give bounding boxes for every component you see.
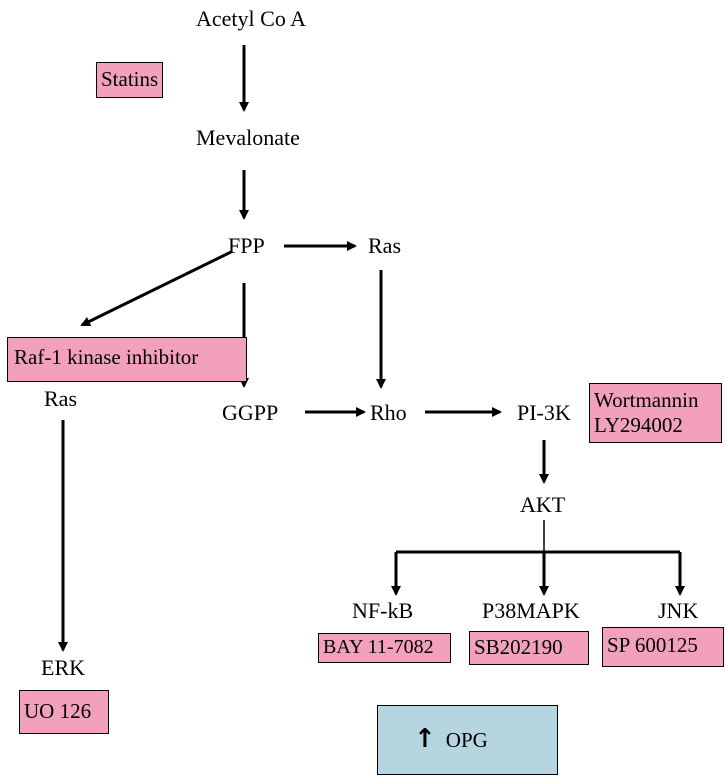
up-arrow-icon: ↑ [414, 724, 436, 754]
node-ggpp: GGPP [222, 400, 279, 425]
outcome-opg-box: ↑ OPG [377, 705, 558, 775]
node-ras-left: Ras [44, 386, 77, 411]
inhibitor-wortmannin: Wortmannin [594, 388, 699, 412]
inhibitor-statins: Statins [96, 62, 164, 98]
node-p38mapk: P38MAPK [482, 598, 580, 623]
inhibitor-sb202190: SB202190 [469, 631, 589, 665]
node-mevalonate: Mevalonate [196, 125, 300, 150]
node-fpp: FPP [228, 233, 265, 258]
inhibitor-ly294002: LY294002 [594, 413, 683, 437]
inhibitor-bay-11-7082: BAY 11-7082 [318, 633, 451, 663]
node-ras-right: Ras [368, 233, 401, 258]
arrow-fpp-to-raf1 [80, 250, 232, 327]
node-pi3k: PI-3K [517, 400, 571, 425]
node-erk: ERK [41, 655, 85, 680]
outcome-opg-label: OPG [445, 728, 488, 752]
inhibitor-sp600125: SP 600125 [602, 627, 724, 667]
node-nfkb: NF-kB [352, 598, 414, 623]
node-jnk: JNK [658, 598, 699, 623]
node-acetyl-coa: Acetyl Co A [196, 6, 306, 31]
node-akt: AKT [520, 492, 566, 517]
inhibitor-raf1-kinase: Raf-1 kinase inhibitor [7, 337, 247, 382]
inhibitor-uo126: UO 126 [19, 690, 109, 734]
node-rho: Rho [370, 400, 407, 425]
inhibitor-wortmannin-ly294002: Wortmannin LY294002 [589, 383, 722, 443]
